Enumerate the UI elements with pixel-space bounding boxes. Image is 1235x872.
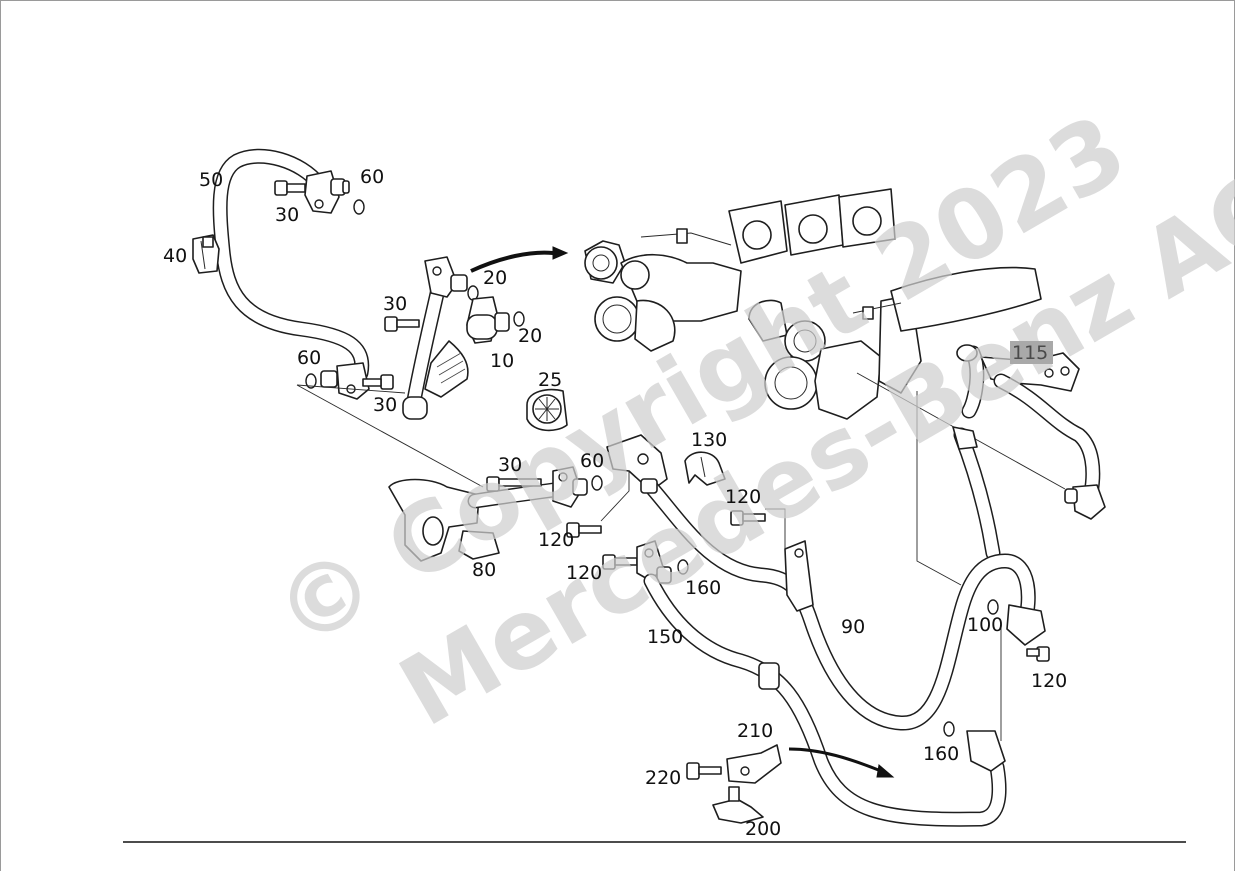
clip-130 [684,451,726,486]
callout-40: 40 [163,245,187,267]
callout-120-left-b: 120 [566,562,602,584]
bolt-120-right-upper [730,508,786,549]
callout-30-mid: 30 [383,293,407,315]
callout-120-right-lower: 120 [1031,670,1067,692]
pipe-150 [636,540,1050,827]
callout-115: 115 [1012,342,1048,364]
pipe-50 [212,148,370,381]
callout-200: 200 [745,818,781,840]
flange-upper-50 [304,170,365,215]
callout-120-left-a: 120 [538,529,574,551]
callout-30-lower: 30 [373,394,397,416]
callout-160-right: 160 [923,743,959,765]
clip-40 [192,234,220,274]
callout-50: 50 [199,169,223,191]
flange-lower-50 [305,362,394,400]
callout-210: 210 [737,720,773,742]
callout-120-right-upper: 120 [725,486,761,508]
callout-160-mid: 160 [685,577,721,599]
callout-25: 25 [538,369,562,391]
callout-115-highlight [1010,341,1053,364]
callout-90: 90 [841,616,865,638]
part-115 [952,344,1106,561]
pipe-90 [606,434,1036,731]
callout-150: 150 [647,626,683,648]
callout-20-mid: 20 [518,325,542,347]
callout-80: 80 [472,559,496,581]
callout-220: 220 [645,767,681,789]
part-25 [526,388,568,432]
part-80 [296,384,603,562]
bracket-210 [686,744,782,824]
arrow-upper [470,246,569,273]
bolt-120-left-a [566,471,630,538]
callout-130: 130 [691,429,727,451]
pipe-10 [402,256,525,420]
bolt-30-upper [274,180,306,196]
callout-30-bottom: 30 [498,454,522,476]
callout-100: 100 [967,614,1003,636]
callout-60-left: 60 [297,347,321,369]
arrow-lower [788,747,895,778]
callout-20-top: 20 [483,267,507,289]
turbo-upper [584,188,896,352]
bolt-30-mid [384,316,420,332]
turbo-lower [748,266,1066,586]
callout-60-top: 60 [360,166,384,188]
callout-10: 10 [490,350,514,372]
callout-30-top: 30 [275,204,299,226]
callout-60-bottom: 60 [580,450,604,472]
